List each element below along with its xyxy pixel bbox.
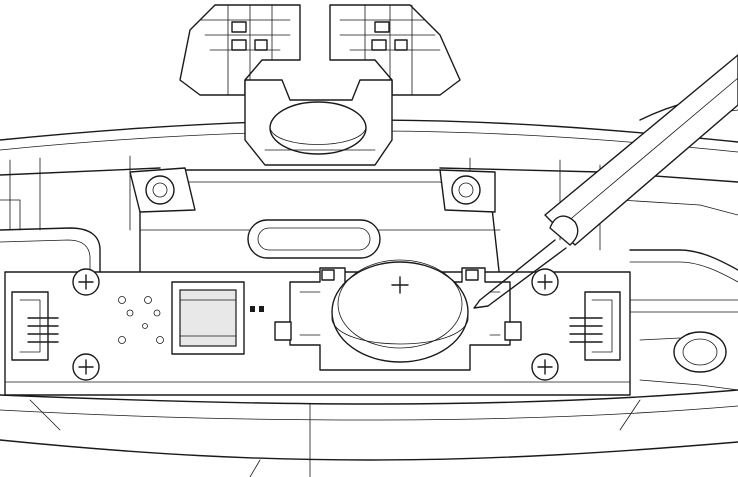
chip bbox=[171, 281, 264, 355]
connector-left bbox=[11, 291, 59, 361]
battery-plus-sign bbox=[391, 276, 409, 294]
screw-bottom-left bbox=[72, 353, 100, 381]
screwdriver bbox=[473, 54, 738, 309]
screw-top-left bbox=[72, 268, 100, 296]
coin-cell-battery bbox=[331, 259, 469, 363]
connector-right bbox=[569, 291, 621, 361]
center-bracket bbox=[129, 4, 501, 281]
screws bbox=[72, 268, 559, 381]
screw-top-right bbox=[531, 268, 559, 296]
screw-bottom-right bbox=[531, 353, 559, 381]
